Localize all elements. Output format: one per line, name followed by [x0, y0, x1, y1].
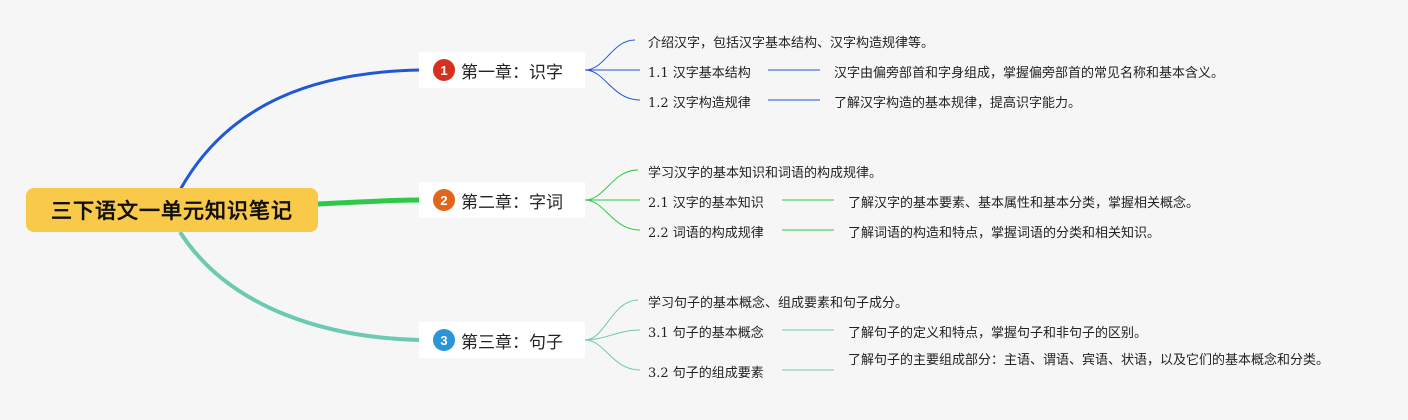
ch1-section-1-detail: 汉字由偏旁部首和字身组成，掌握偏旁部首的常见名称和基本含义。 — [834, 66, 1225, 81]
ch2-section-2-detail: 了解词语的构造和特点，掌握词语的分类和相关知识。 — [848, 226, 1161, 241]
root-title: 三下语文一单元知识笔记 — [51, 199, 293, 223]
branch-line-1 — [178, 68, 421, 191]
ch2-intro: 学习汉字的基本知识和词语的构成规律。 — [648, 166, 883, 181]
ch2-section-1-detail: 了解汉字的基本要素、基本属性和基本分类，掌握相关概念。 — [848, 196, 1200, 211]
chapter-title: 第三章：句子 — [461, 332, 563, 353]
ch3-link-intro — [584, 299, 639, 341]
ch1-section-2: 1.2 汉字构造规律 — [648, 96, 751, 111]
root-node[interactable]: 三下语文一单元知识笔记 — [26, 188, 318, 232]
ch1-section-2-detail: 了解汉字构造的基本规律，提高识字能力。 — [834, 96, 1082, 111]
ch1-section-1: 1.1 汉字基本结构 — [648, 66, 751, 81]
ch2-section-2: 2.2 词语的构成规律 — [648, 226, 764, 241]
ch1-link-s2 — [584, 69, 641, 101]
chapter-number-badge: 3 — [433, 329, 455, 351]
branch-line-2 — [317, 197, 421, 207]
chapter-number-badge: 2 — [433, 189, 455, 211]
ch3-section-2: 3.2 句子的组成要素 — [648, 366, 764, 381]
ch3-link-s2 — [584, 339, 641, 371]
chapter-number-badge: 1 — [433, 59, 455, 81]
ch3-section-2-detail: 了解句子的主要组成部分：主语、谓语、宾语、状语，以及它们的基本概念和分类。 — [848, 353, 1330, 368]
ch3-link-s1 — [584, 329, 641, 341]
chapter-title: 第二章：字词 — [461, 192, 563, 213]
branch-line-3 — [178, 230, 421, 342]
ch3-intro: 学习句子的基本概念、组成要素和句子成分。 — [648, 296, 909, 311]
chapter-node-2[interactable]: 2 第二章：字词 — [419, 182, 585, 218]
chapter-node-1[interactable]: 1 第一章：识字 — [419, 52, 585, 88]
chapter-title: 第一章：识字 — [461, 62, 563, 83]
ch3-section-1: 3.1 句子的基本概念 — [648, 326, 764, 341]
ch3-section-1-detail: 了解句子的定义和特点，掌握句子和非句子的区别。 — [848, 326, 1148, 341]
chapter-node-3[interactable]: 3 第三章：句子 — [419, 322, 585, 358]
ch2-link-s2 — [584, 199, 641, 231]
ch1-link-intro — [584, 39, 636, 71]
ch1-intro: 介绍汉字，包括汉字基本结构、汉字构造规律等。 — [648, 36, 935, 51]
ch2-section-1: 2.1 汉字的基本知识 — [648, 196, 764, 211]
ch2-link-intro — [584, 169, 639, 201]
